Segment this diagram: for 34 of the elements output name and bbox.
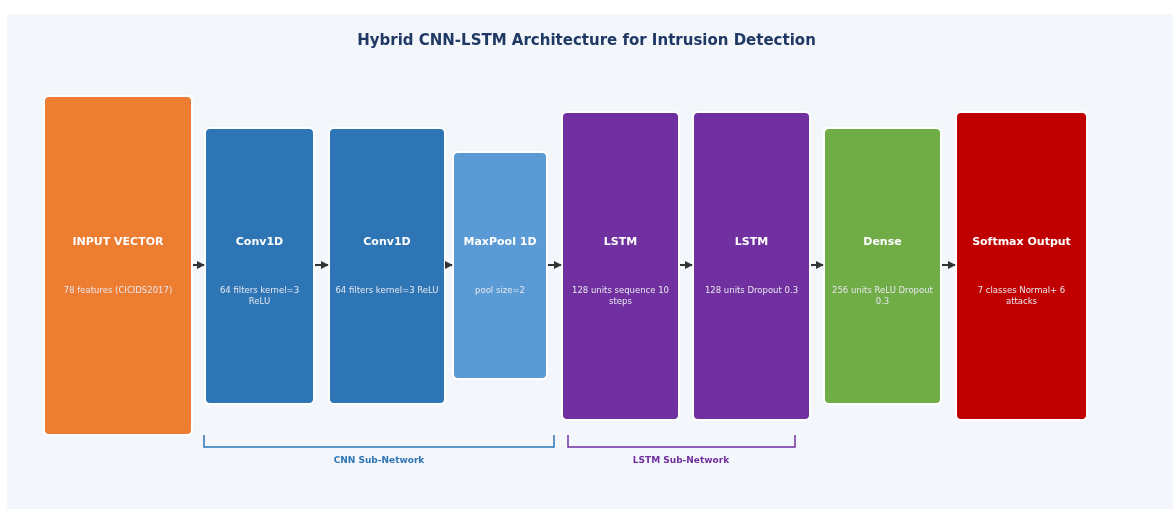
arrow [679, 261, 693, 269]
layer-title: Softmax Output [971, 235, 1072, 248]
layer-title: Conv1D [234, 235, 285, 248]
layer-box [823, 127, 942, 405]
arrow [547, 261, 562, 269]
layer-title: Dense [862, 235, 903, 248]
layer-details: 7 classes Normal+ 6 attacks [976, 285, 1067, 307]
layer-box [204, 127, 315, 405]
layer-details: pool size=2 [474, 285, 526, 296]
layer-box [955, 111, 1088, 421]
layer-box [43, 95, 193, 436]
layer-details: 128 units Dropout 0.3 [703, 285, 800, 296]
arrow [810, 261, 824, 269]
layer-details: 78 features (CICIDS2017) [62, 285, 174, 296]
layer-title: LSTM [602, 235, 639, 248]
layer-box [692, 111, 811, 421]
layer-details: 64 filters kernel=3 ReLU [334, 285, 440, 296]
group-label: LSTM Sub-Network [631, 455, 731, 465]
layer-title: Conv1D [362, 235, 412, 248]
arrow [314, 261, 329, 269]
layer-title: INPUT VECTOR [71, 235, 165, 248]
diagram-title: Hybrid CNN-LSTM Architecture for Intrusion Detection [356, 31, 817, 49]
layer-details: 128 units sequence 10 steps [571, 285, 670, 307]
arrow [192, 261, 205, 269]
layer-title: MaxPool 1D [462, 235, 538, 248]
arrow [941, 261, 956, 269]
layer-box [452, 151, 548, 380]
layer-box [561, 111, 680, 421]
layer-box [328, 127, 446, 405]
layer-title: LSTM [733, 235, 770, 248]
layer-details: 64 filters kernel=3 ReLU [218, 285, 301, 307]
arrow [444, 261, 453, 269]
layer-details: 256 units ReLU Dropout 0.3 [831, 285, 934, 307]
group-label: CNN Sub-Network [332, 455, 426, 465]
